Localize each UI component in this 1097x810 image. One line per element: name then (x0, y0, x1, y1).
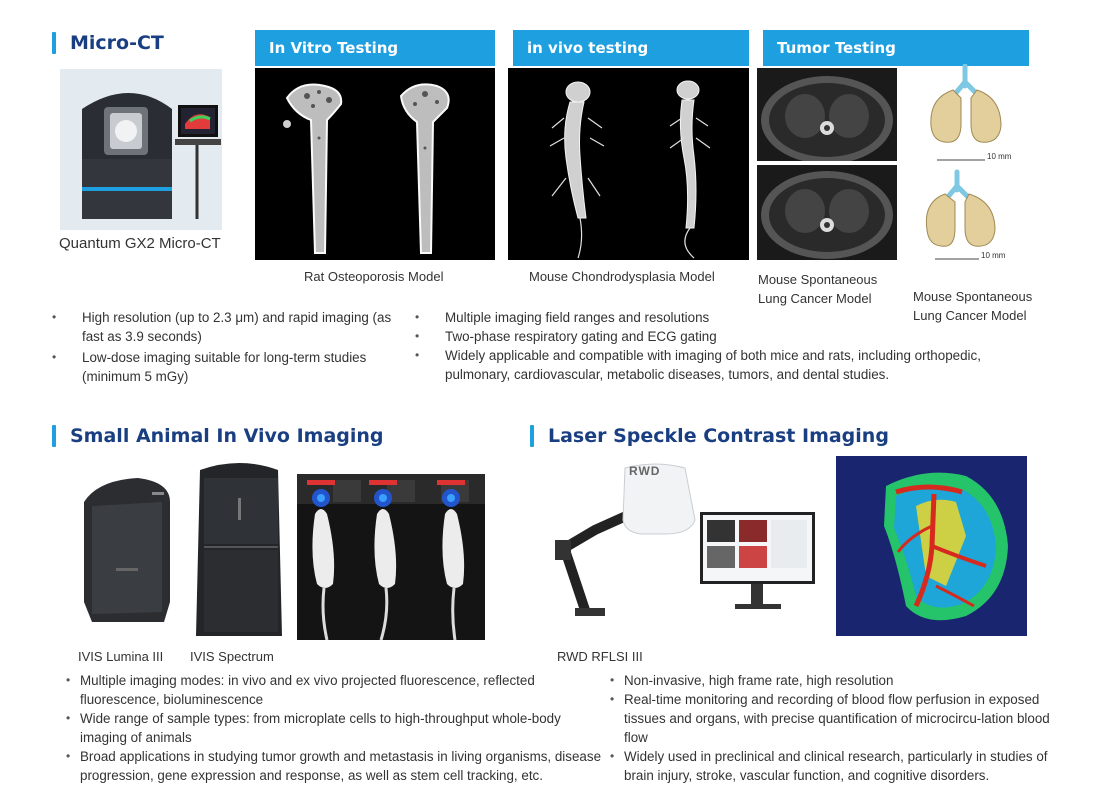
section-title-invivo: Small Animal In Vivo Imaging (52, 425, 384, 447)
ivis-spectrum-photo (190, 458, 290, 640)
tab-label: in vivo testing (527, 39, 649, 57)
in-vitro-bone-image (255, 68, 495, 260)
heading-accent-bar (52, 425, 56, 447)
in-vivo-caption: Mouse Chondrodysplasia Model (529, 269, 715, 284)
list-item: Wide range of sample types: from micropl… (66, 709, 606, 747)
section-title-laser: Laser Speckle Contrast Imaging (530, 425, 889, 447)
laser-title: Laser Speckle Contrast Imaging (548, 425, 889, 447)
tab-in-vitro-testing: In Vitro Testing (255, 30, 495, 66)
invivo-bullets: Multiple imaging modes: in vivo and ex v… (66, 671, 606, 785)
microct-bullets-right: Multiple imaging field ranges and resolu… (415, 308, 1025, 384)
laser-speckle-perfusion-image (836, 456, 1027, 636)
list-item: High resolution (up to 2.3 μm) and rapid… (52, 308, 392, 346)
ivis-spectrum-caption: IVIS Spectrum (190, 649, 274, 664)
list-item: Two-phase respiratory gating and ECG gat… (415, 327, 1025, 346)
heading-accent-bar (530, 425, 534, 447)
list-item: Low-dose imaging suitable for long-term … (52, 348, 392, 386)
heading-accent-bar (52, 32, 56, 54)
microct-device-caption: Quantum GX2 Micro-CT (59, 235, 221, 252)
tumor-ct-slice-top (757, 68, 897, 161)
section-title-microct: Micro-CT (52, 32, 164, 54)
list-item: Non-invasive, high frame rate, high reso… (610, 671, 1062, 690)
scale-bar-label-bottom: 10 mm (981, 251, 1006, 260)
tumor-caption-a: Mouse Spontaneous Lung Cancer Model (758, 272, 878, 306)
list-item: Widely used in preclinical and clinical … (610, 747, 1062, 785)
tab-label: In Vitro Testing (269, 39, 399, 57)
scale-bar-label-top: 10 mm (987, 152, 1012, 161)
ivis-lumina-caption: IVIS Lumina III (78, 649, 164, 664)
invivo-title: Small Animal In Vivo Imaging (70, 425, 384, 447)
rwd-brand-label: RWD (629, 464, 661, 478)
list-item: Widely applicable and compatible with im… (415, 346, 1025, 384)
tab-label: Tumor Testing (777, 39, 896, 57)
in-vivo-skeleton-image (508, 68, 749, 260)
rwd-rflsi-device-photo: RWD (555, 460, 820, 630)
rwd-caption: RWD RFLSI III (557, 649, 643, 664)
microct-bullets-left: High resolution (up to 2.3 μm) and rapid… (52, 308, 392, 386)
tab-tumor-testing: Tumor Testing (763, 30, 1029, 66)
lung-3d-render-bottom: 10 mm (915, 168, 1029, 268)
list-item: Multiple imaging field ranges and resolu… (415, 308, 1025, 327)
microct-title: Micro-CT (70, 32, 164, 54)
mice-bioluminescence-image (297, 474, 485, 640)
list-item: Multiple imaging modes: in vivo and ex v… (66, 671, 606, 709)
laser-bullets: Non-invasive, high frame rate, high reso… (610, 671, 1062, 785)
in-vitro-caption: Rat Osteoporosis Model (304, 269, 444, 284)
list-item: Real-time monitoring and recording of bl… (610, 690, 1062, 747)
list-item: Broad applications in studying tumor gro… (66, 747, 606, 785)
lung-3d-render-top: 10 mm (915, 63, 1029, 168)
tab-in-vivo-testing: in vivo testing (513, 30, 749, 66)
ivis-lumina-photo (78, 472, 178, 624)
microct-device-photo (60, 69, 222, 230)
tumor-ct-slice-bottom (757, 165, 897, 260)
